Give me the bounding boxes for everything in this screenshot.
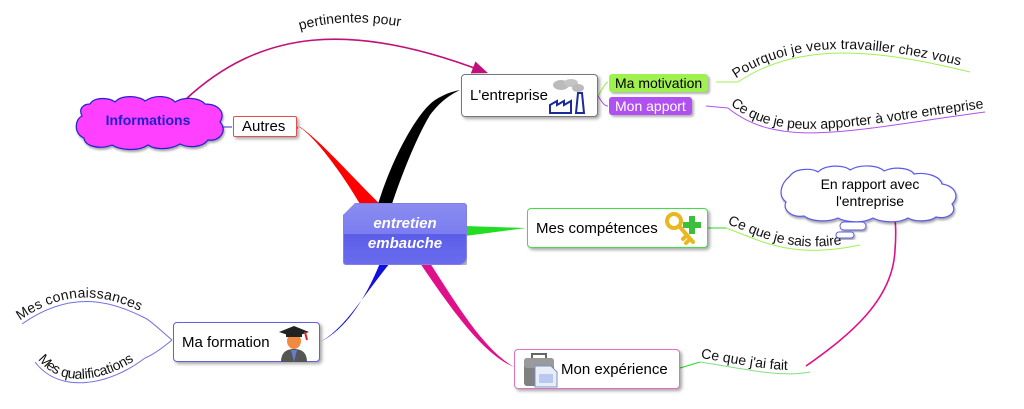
topic-experience[interactable]: Mon expérience: [514, 349, 680, 389]
key-plus-icon: [665, 212, 701, 245]
branch-formation: [320, 263, 390, 342]
topic-competences[interactable]: Mes compétences: [527, 208, 708, 248]
relation-label: pertinentes pour: [297, 9, 403, 32]
branch-autres: [295, 125, 380, 204]
topic-formation[interactable]: Ma formation: [173, 322, 320, 362]
subtopic-ma-motivation[interactable]: Ma motivation: [609, 74, 709, 92]
central-topic-line-2: embauche: [367, 235, 443, 252]
topic-autres[interactable]: Autres: [233, 116, 297, 137]
topic-entreprise[interactable]: L'entreprise: [461, 74, 598, 117]
topic-formation-label: Ma formation: [182, 333, 270, 351]
graduate-icon: [279, 326, 309, 362]
factory-icon: [549, 79, 586, 114]
callout-line-2: l'entreprise: [835, 193, 905, 209]
informations-label[interactable]: Informations: [105, 112, 191, 128]
topic-competences-label: Mes compétences: [536, 219, 658, 237]
callout-line-1: En rapport avec: [820, 176, 920, 192]
svg-text:pertinentes pour: pertinentes pour: [297, 9, 403, 32]
detail-apport: Ce que je peux apporter à votre entrepri…: [729, 94, 985, 131]
informations-cloud: [75, 96, 224, 151]
subtopic-mon-apport[interactable]: Mon apport: [609, 97, 692, 115]
topic-experience-label: Mon expérience: [561, 360, 668, 378]
detail-motivation: Pourquoi je veux travailler chez vous: [729, 36, 963, 81]
detail-qualifications: Mes qualifications: [36, 350, 136, 382]
topic-entreprise-label: L'entreprise: [470, 87, 548, 104]
detail-experience: Ce que j'ai fait: [700, 345, 788, 373]
svg-text:Pourquoi je veux travailler ch: Pourquoi je veux travailler chez vous: [729, 36, 963, 81]
svg-text:Mes qualifications: Mes qualifications: [36, 350, 136, 382]
branch-entreprise: [378, 90, 460, 204]
relation-arrow: [184, 38, 488, 101]
svg-text:Ce que j'ai fait: Ce que j'ai fait: [700, 345, 788, 373]
callout-cloud: [780, 165, 957, 223]
callout-text[interactable]: En rapport avec l'entreprise: [800, 176, 940, 210]
branch-experience: [420, 263, 514, 367]
topic-autres-label: Autres: [242, 118, 286, 135]
svg-text:Ce que je peux apporter à votr: Ce que je peux apporter à votre entrepri…: [729, 94, 985, 131]
briefcase-document-icon: [524, 353, 558, 388]
branch-competences: [465, 226, 526, 236]
central-topic-line-1: entretien: [373, 215, 437, 232]
central-topic[interactable]: entretien embauche: [343, 203, 467, 265]
